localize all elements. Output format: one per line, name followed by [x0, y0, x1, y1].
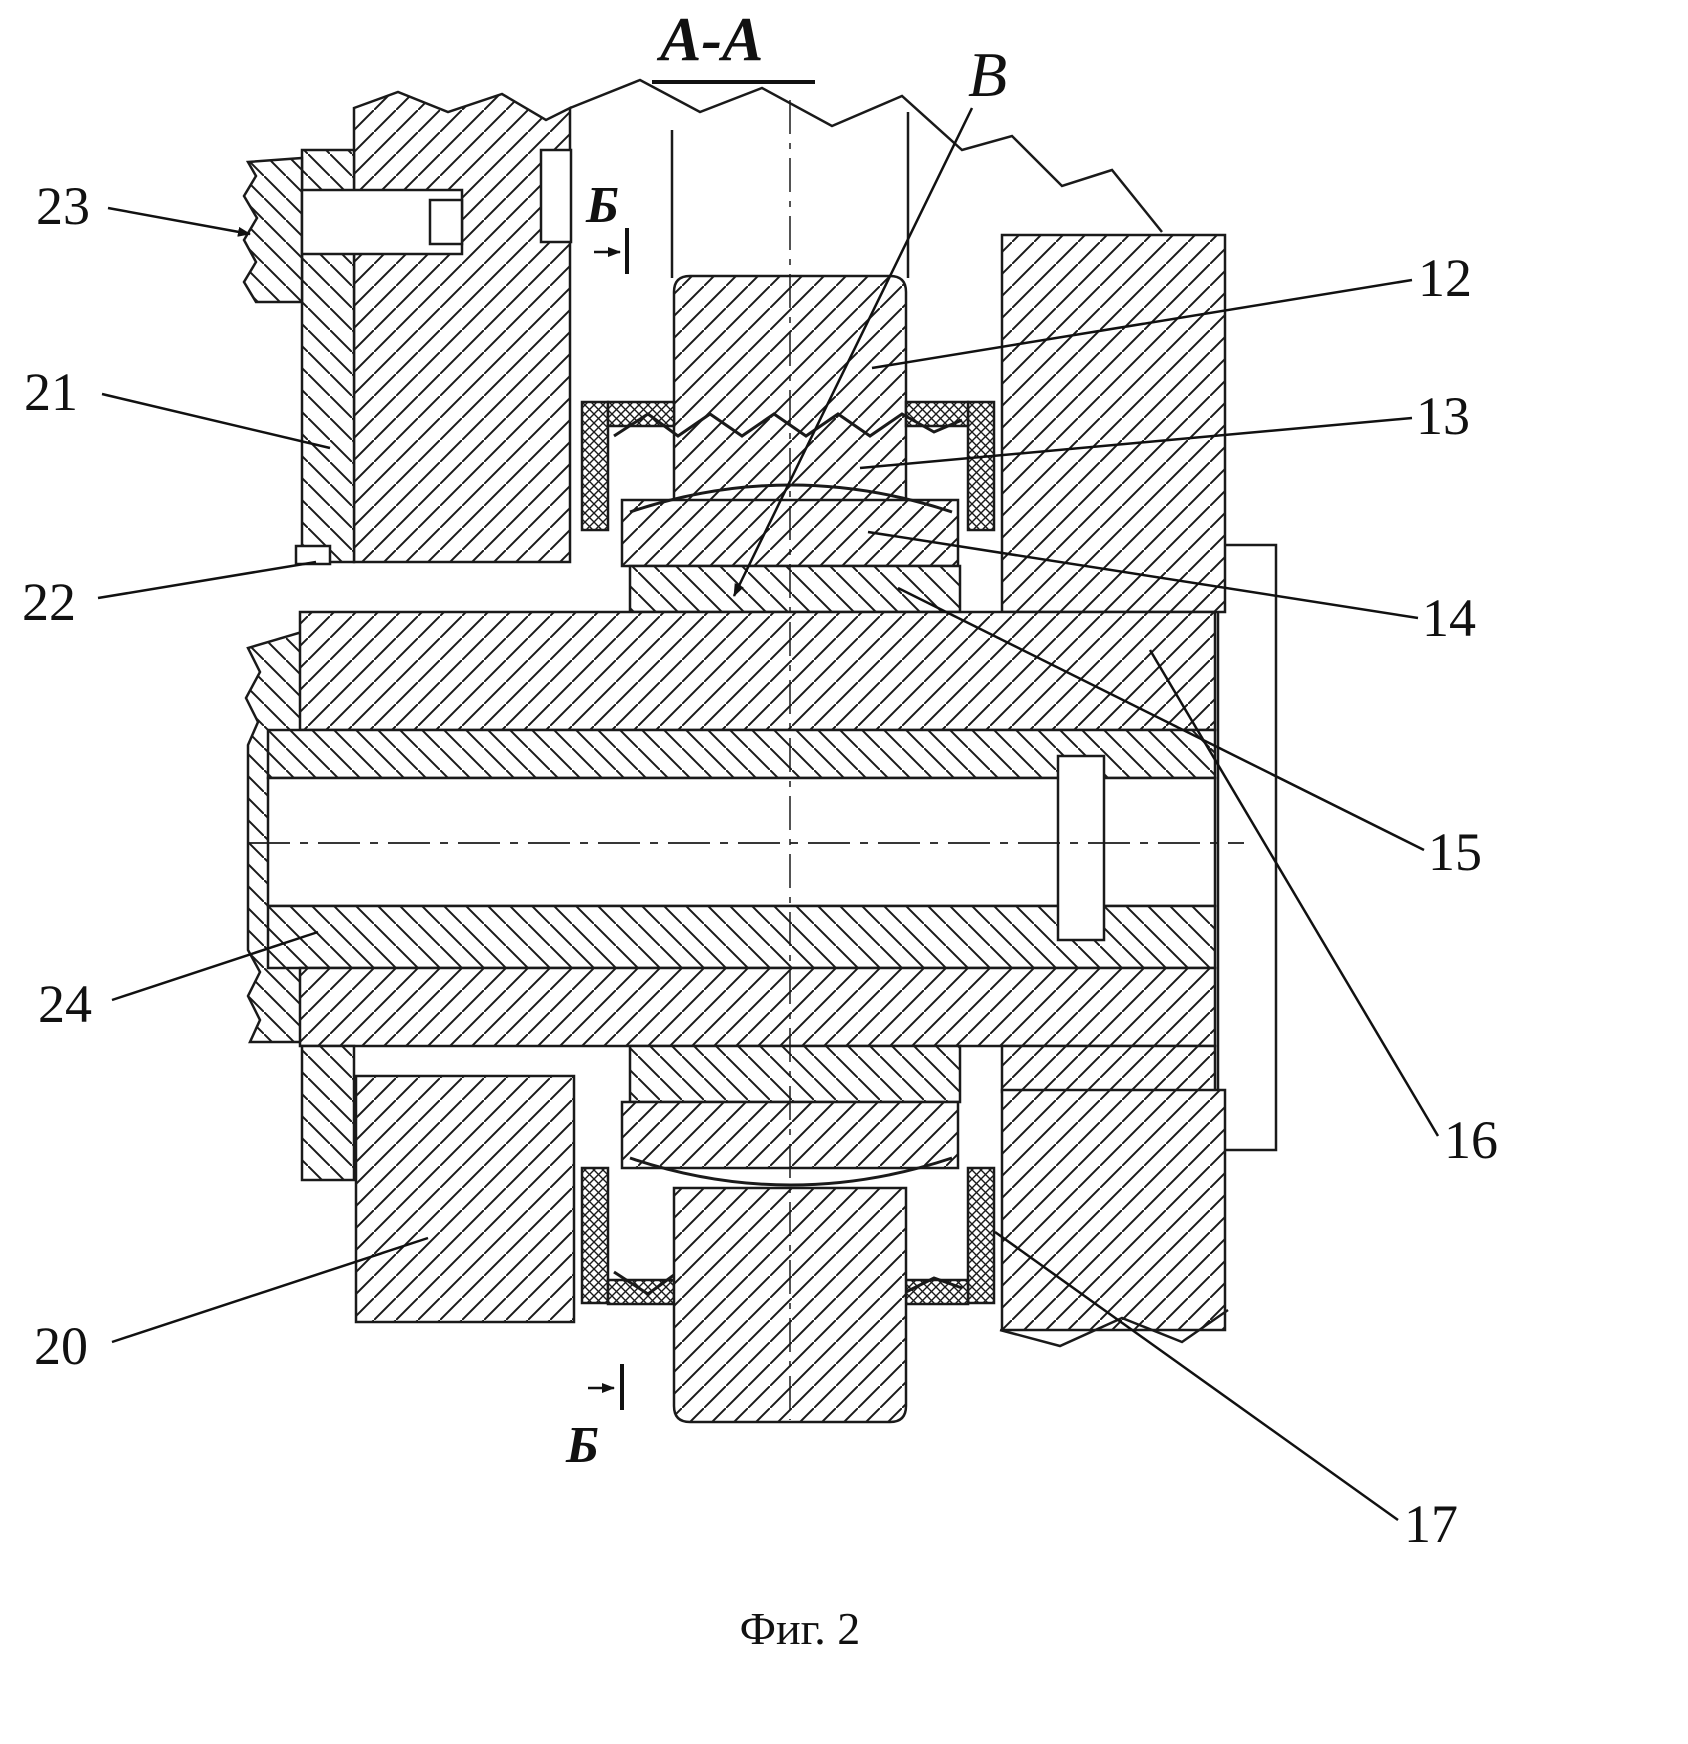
broken-edge-bottom [999, 1308, 1229, 1348]
part-tooth-22 [294, 544, 332, 566]
section-title: А-А [656, 6, 763, 74]
part-upper-notch [539, 148, 573, 244]
part-right-housing-lower [1000, 1088, 1227, 1332]
ref-label-17: 17 [1404, 1494, 1458, 1554]
part-band-15 [628, 564, 962, 614]
part-right-band-lower [1000, 1044, 1217, 1094]
broken-edge-top [569, 78, 1163, 233]
leader-line-14 [867, 530, 1419, 620]
leader-line-23 [107, 206, 251, 237]
figure-caption: Фиг. 2 [740, 1603, 861, 1654]
ref-label-20: 20 [34, 1316, 88, 1376]
ref-label-21: 21 [24, 362, 78, 422]
part-seal-wall-right-upper [966, 400, 996, 532]
part-upper-left-block [352, 90, 572, 564]
part-lower-left-block-20 [354, 1074, 576, 1324]
part-seal-lip-left-upper [606, 400, 676, 428]
part-seal-lip-right-lower [904, 1278, 970, 1306]
part-seal-wall-left-upper [580, 400, 610, 532]
part-upper-slab [298, 610, 1217, 732]
leader-lines [97, 80, 1440, 1522]
ref-label-23: 23 [36, 176, 90, 236]
part-right-housing-upper [1000, 233, 1227, 614]
part-seal-wall-right-lower [966, 1166, 996, 1305]
leader-line-16 [1148, 649, 1440, 1137]
leader-line-12 [871, 278, 1413, 370]
ref-label-22: 22 [22, 572, 76, 632]
ref-label-13: 13 [1416, 386, 1470, 446]
leader-line-21 [101, 392, 331, 450]
leader-line-17 [994, 1230, 1399, 1522]
part-lens-arc-lower [629, 1156, 953, 1187]
leader-line-20 [111, 1236, 429, 1344]
view-label-v: В [968, 39, 1007, 110]
ref-label-16: 16 [1444, 1110, 1498, 1170]
ref-label-24: 24 [38, 974, 92, 1034]
part-bolt-head-23 [242, 156, 304, 304]
part-bolt-shank-tip [428, 198, 464, 246]
section-marker-b-bottom: Б [565, 1417, 599, 1474]
leader-line-15 [897, 586, 1425, 852]
view-b-arrow [732, 107, 974, 597]
leader-line-24 [111, 930, 319, 1002]
ref-label-12: 12 [1418, 248, 1472, 308]
part-lens-arc-upper [629, 483, 953, 514]
leader-line-13 [859, 416, 1413, 470]
assembly-geometry [242, 78, 1278, 1424]
ref-label-14: 14 [1422, 588, 1476, 648]
part-seal-wall-left-lower [580, 1166, 610, 1305]
leader-line-22 [97, 560, 317, 600]
part-plate-lower [300, 1044, 356, 1182]
part-lower-slab [298, 966, 1217, 1048]
part-spring-washer-upper [613, 412, 963, 438]
ref-label-15: 15 [1428, 822, 1482, 882]
section-marker-b-top: Б [585, 177, 619, 234]
part-band-lower [628, 1044, 962, 1104]
part-bearing-seat [1056, 754, 1106, 942]
